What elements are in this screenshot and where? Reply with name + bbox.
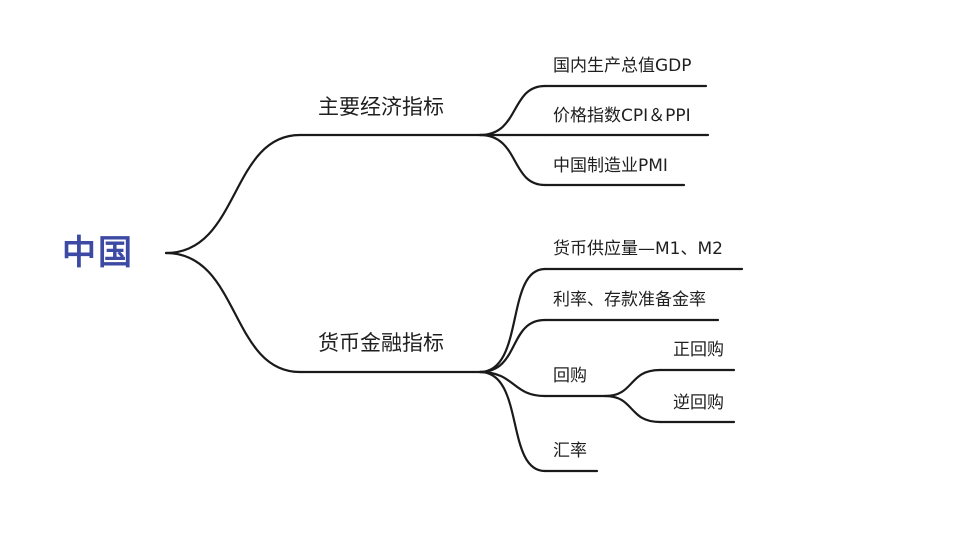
leaf-node-exchange-rate: 汇率: [553, 441, 587, 461]
branch-node-monetary-finance: 货币金融指标: [318, 331, 444, 355]
root-node: 中国: [62, 233, 134, 273]
leaf-node-gdp: 国内生产总值GDP: [553, 56, 692, 76]
leaf-node-pmi: 中国制造业PMI: [553, 156, 668, 176]
leaf-node-money-supply: 货币供应量—M1、M2: [553, 239, 723, 259]
connector-root-branch-1: [164, 133, 302, 255]
connector-b2-c4: [478, 370, 547, 473]
connector-b2-c1: [478, 267, 547, 374]
connector-b1-c1: [478, 84, 547, 137]
connector-b2-c2: [478, 318, 547, 374]
connector-repo-positive: [603, 368, 662, 398]
leaf-node-positive-repo: 正回购: [673, 340, 724, 360]
node-repo: 回购: [553, 366, 587, 386]
branch-node-main-economic: 主要经济指标: [318, 95, 444, 119]
leaf-node-interest-reserve: 利率、存款准备金率: [553, 290, 706, 310]
connector-b2-c3: [478, 370, 547, 398]
connector-root-branch-2: [164, 251, 302, 374]
connector-repo-reverse: [603, 394, 662, 424]
connector-b1-c3: [478, 133, 547, 187]
leaf-node-cpi-ppi: 价格指数CPI＆PPI: [553, 106, 691, 126]
leaf-node-reverse-repo: 逆回购: [673, 393, 724, 413]
